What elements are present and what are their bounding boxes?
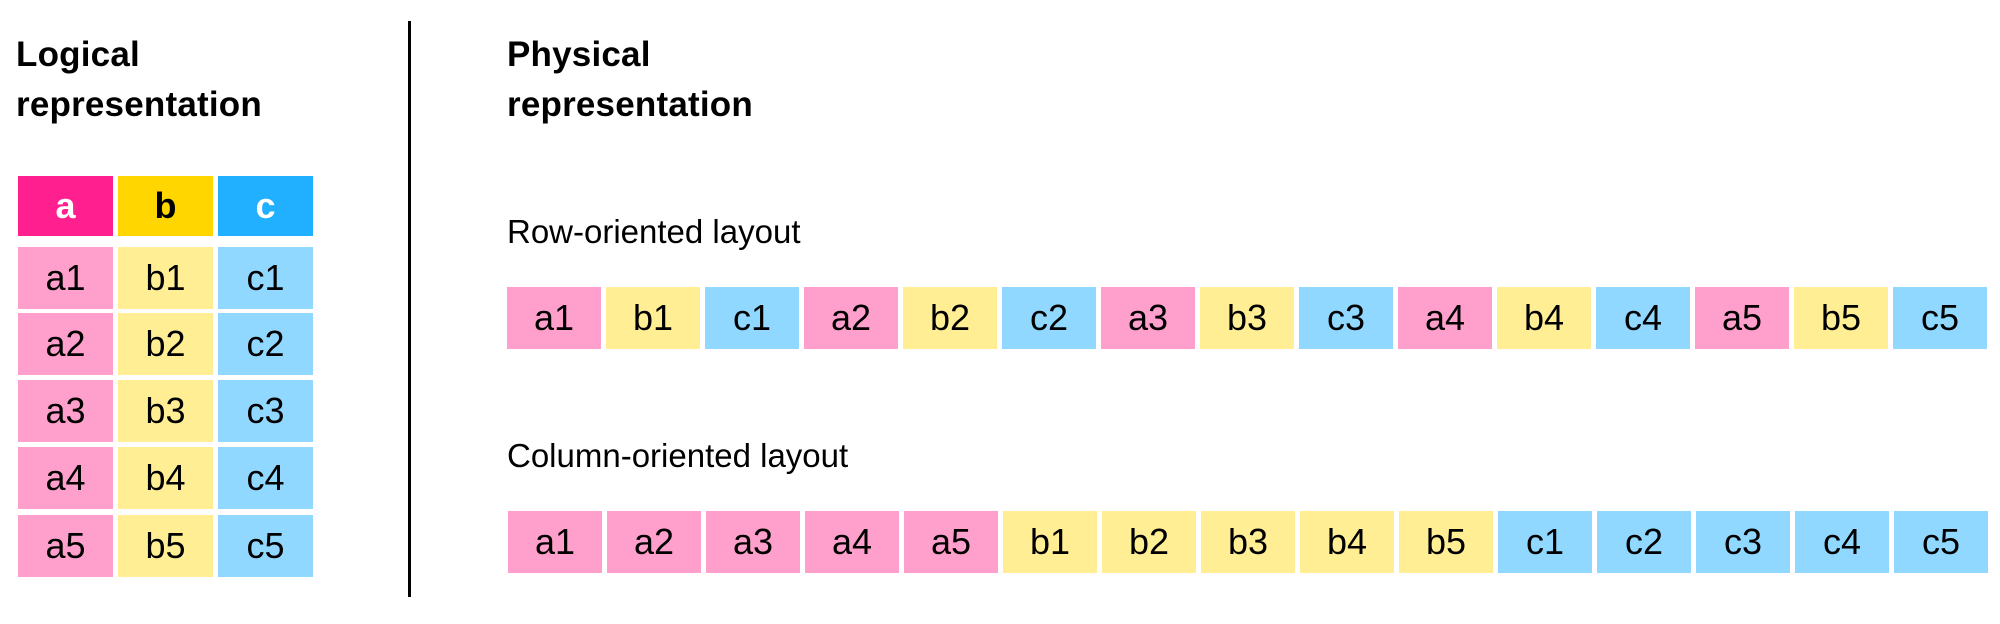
row-layout-cell: a4 [1398, 287, 1492, 349]
column-layout-cell: c4 [1795, 511, 1889, 573]
table-cell-c1: c1 [218, 247, 313, 309]
column-layout-cell: b2 [1102, 511, 1196, 573]
column-layout-cell: c5 [1894, 511, 1988, 573]
row-layout-cell: c1 [705, 287, 799, 349]
column-layout-cell: a1 [508, 511, 602, 573]
row-layout-cell: b4 [1497, 287, 1591, 349]
row-oriented-layout-label: Row-oriented layout [507, 213, 801, 250]
column-layout-cell: b4 [1300, 511, 1394, 573]
logical-representation-title: Logical representation [16, 30, 262, 130]
table-cell-b2: b2 [118, 313, 213, 375]
table-cell-c2: c2 [218, 313, 313, 375]
table-cell-c4: c4 [218, 447, 313, 509]
table-cell-b1: b1 [118, 247, 213, 309]
column-layout-cell: a3 [706, 511, 800, 573]
row-layout-cell: c3 [1299, 287, 1393, 349]
column-layout-cell: a2 [607, 511, 701, 573]
physical-title-line2: representation [507, 85, 753, 124]
row-layout-cell: a2 [804, 287, 898, 349]
column-layout-cell: c1 [1498, 511, 1592, 573]
logical-title-line2: representation [16, 85, 262, 124]
column-oriented-layout-label: Column-oriented layout [507, 437, 849, 474]
table-cell-a2: a2 [18, 313, 113, 375]
column-header-b: b [118, 176, 213, 236]
row-layout-cell: c5 [1893, 287, 1987, 349]
table-cell-c3: c3 [218, 380, 313, 442]
table-cell-a4: a4 [18, 447, 113, 509]
column-layout-cell: a5 [904, 511, 998, 573]
column-header-a: a [18, 176, 113, 236]
physical-title-line1: Physical [507, 35, 651, 74]
column-layout-cell: b3 [1201, 511, 1295, 573]
table-cell-b3: b3 [118, 380, 213, 442]
logical-title-line1: Logical [16, 35, 140, 74]
table-cell-a1: a1 [18, 247, 113, 309]
column-layout-cell: b1 [1003, 511, 1097, 573]
table-cell-b5: b5 [118, 515, 213, 577]
row-layout-cell: a5 [1695, 287, 1789, 349]
row-layout-cell: a1 [507, 287, 601, 349]
column-layout-cell: c2 [1597, 511, 1691, 573]
row-layout-cell: b3 [1200, 287, 1294, 349]
table-cell-a5: a5 [18, 515, 113, 577]
column-layout-cell: c3 [1696, 511, 1790, 573]
column-layout-cell: b5 [1399, 511, 1493, 573]
table-cell-a3: a3 [18, 380, 113, 442]
column-layout-cell: a4 [805, 511, 899, 573]
table-cell-b4: b4 [118, 447, 213, 509]
physical-representation-title: Physical representation [507, 30, 753, 130]
row-layout-cell: c4 [1596, 287, 1690, 349]
row-layout-cell: a3 [1101, 287, 1195, 349]
section-divider [408, 21, 411, 597]
row-layout-cell: b2 [903, 287, 997, 349]
column-header-c: c [218, 176, 313, 236]
row-layout-cell: c2 [1002, 287, 1096, 349]
table-cell-c5: c5 [218, 515, 313, 577]
row-layout-cell: b5 [1794, 287, 1888, 349]
row-layout-cell: b1 [606, 287, 700, 349]
